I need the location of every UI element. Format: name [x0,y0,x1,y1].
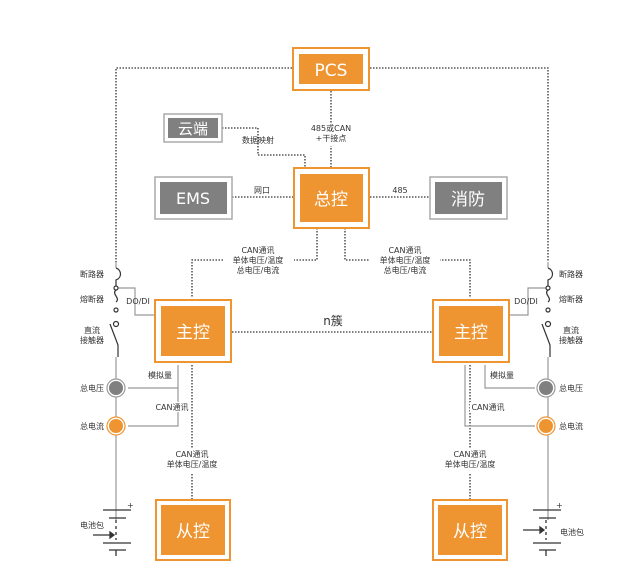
master-main-left-label-1: CAN通讯 [241,245,274,255]
slave-left-label: 从控 [176,522,210,542]
current-sensor-icon [109,419,123,433]
cloud-label: 云端 [178,120,208,138]
plus-right-label: + [556,501,563,510]
voltage-right-label: 总电压 [559,383,583,393]
fuse-left-label: 熔断器 [80,294,104,304]
cloud-node[interactable]: 云端 [163,113,223,143]
can-left-wire [128,388,179,427]
voltage-sensor-icon [539,381,553,395]
slave-controller-left-node[interactable]: 从控 [155,499,231,561]
master-main-left-label-3: 总电压/电流 [237,265,280,275]
battery-left-label: 电池包 [80,520,104,530]
contactor-terminal-icon [112,320,120,328]
contactor-left-label-2: 接触器 [80,335,104,345]
current-left-label: 总电流 [80,421,104,431]
fuse-icon [113,289,119,303]
dodi-left-label: DO/DI [126,297,150,306]
right-switchgear [541,267,554,357]
ems-master-label: 网口 [254,186,270,195]
analog-left-label: 模拟量 [148,370,172,380]
master-fire-label: 485 [392,186,407,195]
voltage-sensor-icon [109,381,123,395]
cloud-master-label: 数据映射 [242,135,274,145]
current-right-label: 总电流 [559,421,583,431]
contactor-terminal-icon [544,320,552,328]
main-right-label: 主控 [454,323,488,343]
breaker-icon [547,267,554,286]
pcs-right-link [370,67,549,262]
main-slave-right-label-2: 单体电压/温度 [445,459,496,469]
pcs-master-label-2: +干接点 [316,133,347,143]
link-labels: 485或CAN +干接点 数据映射 网口 485 CAN通讯 单体电压/温度 总… [126,123,538,469]
main-controller-right-node[interactable]: 主控 [432,299,510,363]
master-main-right-label-1: CAN通讯 [388,245,421,255]
component-labels: 断路器 熔断器 直流 接触器 总电压 总电流 电池包 + 断路器 熔断器 直流 … [80,269,584,537]
left-switchgear [109,267,122,357]
main-slave-right-label-1: CAN通讯 [453,449,486,459]
contactor-icon [109,323,119,357]
slave-right-label: 从控 [453,522,487,542]
ems-node[interactable]: EMS [154,176,233,220]
slave-controller-right-node[interactable]: 从控 [432,499,508,561]
breaker-icon [115,267,122,286]
right-sensors [536,378,556,436]
breaker-left-label: 断路器 [80,269,104,279]
ems-label: EMS [176,189,210,208]
analog-right-wire [484,365,535,389]
pcs-left-link [115,67,292,262]
fire-protection-node[interactable]: 消防 [429,176,508,220]
master-main-right-label-3: 总电压/电流 [384,265,427,275]
can-left-label: CAN通讯 [155,402,188,412]
main-controller-left-node[interactable]: 主控 [154,299,232,363]
pcs-node[interactable]: PCS [292,47,370,91]
main-slave-left-label-2: 单体电压/温度 [167,459,218,469]
pcs-label: PCS [315,61,348,81]
left-battery-icon [93,509,131,556]
master-main-right-label-2: 单体电压/温度 [380,255,431,265]
plus-left-label: + [127,501,134,510]
voltage-left-label: 总电压 [80,383,104,393]
cloud-master-link [222,127,306,168]
fuse-terminal-icon [545,285,551,291]
solid-wires [115,262,549,520]
cluster-label: n簇 [323,313,343,328]
right-battery-icon [523,509,561,556]
left-sensors [106,378,126,436]
analog-right-label: 模拟量 [490,370,514,380]
dodi-right-wire [508,287,548,316]
contactor-right-label-2: 接触器 [559,335,583,345]
battery-right-label: 电池包 [560,527,584,537]
master-controller-node[interactable]: 总控 [293,167,370,229]
can-right-wire [464,365,535,427]
dodi-right-label: DO/DI [514,297,538,306]
current-sensor-icon [539,419,553,433]
fire-label: 消防 [451,190,485,210]
fuse-icon [545,289,551,303]
main-left-label: 主控 [176,323,210,343]
master-main-left-label-2: 单体电压/温度 [233,255,284,265]
can-right-label: CAN通讯 [471,402,504,412]
contactor-left-label-1: 直流 [84,325,100,335]
pcs-master-label-1: 485或CAN [311,123,351,133]
contactor-right-label-1: 直流 [563,325,579,335]
fuse-terminal-icon [113,285,119,291]
fuse-right-label: 熔断器 [559,294,583,304]
master-label: 总控 [314,190,348,210]
dodi-left-wire [116,287,155,316]
contactor-icon [541,323,551,357]
main-slave-left-label-1: CAN通讯 [175,449,208,459]
breaker-right-label: 断路器 [559,269,583,279]
